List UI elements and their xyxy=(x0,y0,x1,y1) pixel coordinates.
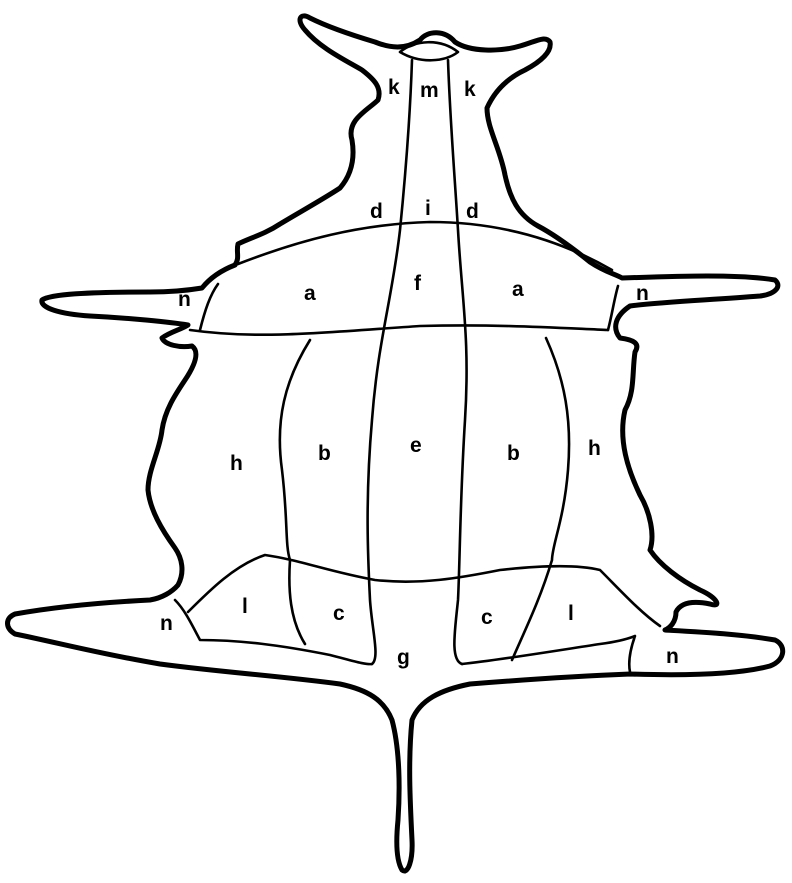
zone-label-n-lower-right: n xyxy=(666,645,679,668)
butt-side-line-left xyxy=(280,340,310,644)
zone-label-n-lower-left: n xyxy=(160,612,173,635)
hide-outline xyxy=(8,16,783,871)
spine-line-left xyxy=(368,60,412,664)
belly-n-upper-left-line xyxy=(200,284,218,330)
zone-label-d-right: d xyxy=(466,200,479,223)
zone-label-b-left: b xyxy=(318,442,331,465)
zone-label-a-right: a xyxy=(512,278,524,301)
butt-side-line-right xyxy=(512,338,569,660)
zone-label-b-right: b xyxy=(507,442,520,465)
zone-label-n-upper-right: n xyxy=(636,282,649,305)
zone-label-l-left: l xyxy=(242,595,248,618)
zone-label-h-right: h xyxy=(588,437,601,460)
zone-label-l-right: l xyxy=(568,602,574,625)
shoulder-line-upper xyxy=(238,222,612,270)
belly-n-lower-right-line xyxy=(462,636,635,672)
zone-label-f: f xyxy=(414,272,422,295)
spine-line-right xyxy=(448,60,467,664)
zone-label-i: i xyxy=(425,197,431,220)
zone-label-k-left: k xyxy=(388,76,400,99)
zone-label-k-right: k xyxy=(464,78,476,101)
zone-label-e: e xyxy=(410,434,422,457)
zone-label-a-left: a xyxy=(304,282,316,305)
zone-label-d-left: d xyxy=(370,200,383,223)
zone-label-c-right: c xyxy=(481,606,493,629)
lower-transverse-line xyxy=(188,555,660,626)
shoulder-line-lower xyxy=(190,325,608,334)
zone-label-m: m xyxy=(420,79,439,102)
zone-label-c-left: c xyxy=(333,602,345,625)
zone-label-h-left: h xyxy=(230,452,243,475)
zone-label-n-upper-left: n xyxy=(178,288,191,311)
zone-label-g: g xyxy=(397,646,410,669)
